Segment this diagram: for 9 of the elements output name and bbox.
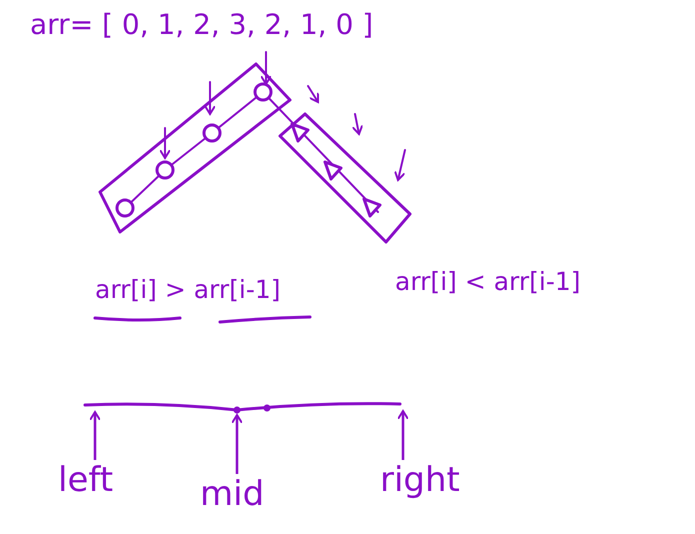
condition-text: arr[i] < arr[i-1]	[395, 268, 581, 296]
arrow	[397, 410, 409, 460]
pointer-label: left	[58, 462, 114, 500]
arrow	[89, 411, 101, 460]
pointer-label: right	[380, 462, 460, 500]
condition-text: arr[i] > arr[i-1]	[95, 276, 281, 304]
arrow	[231, 414, 243, 474]
array-definition: arr= [ 0, 1, 2, 3, 2, 1, 0 ]	[30, 10, 374, 41]
pointer-label: mid	[200, 476, 264, 514]
